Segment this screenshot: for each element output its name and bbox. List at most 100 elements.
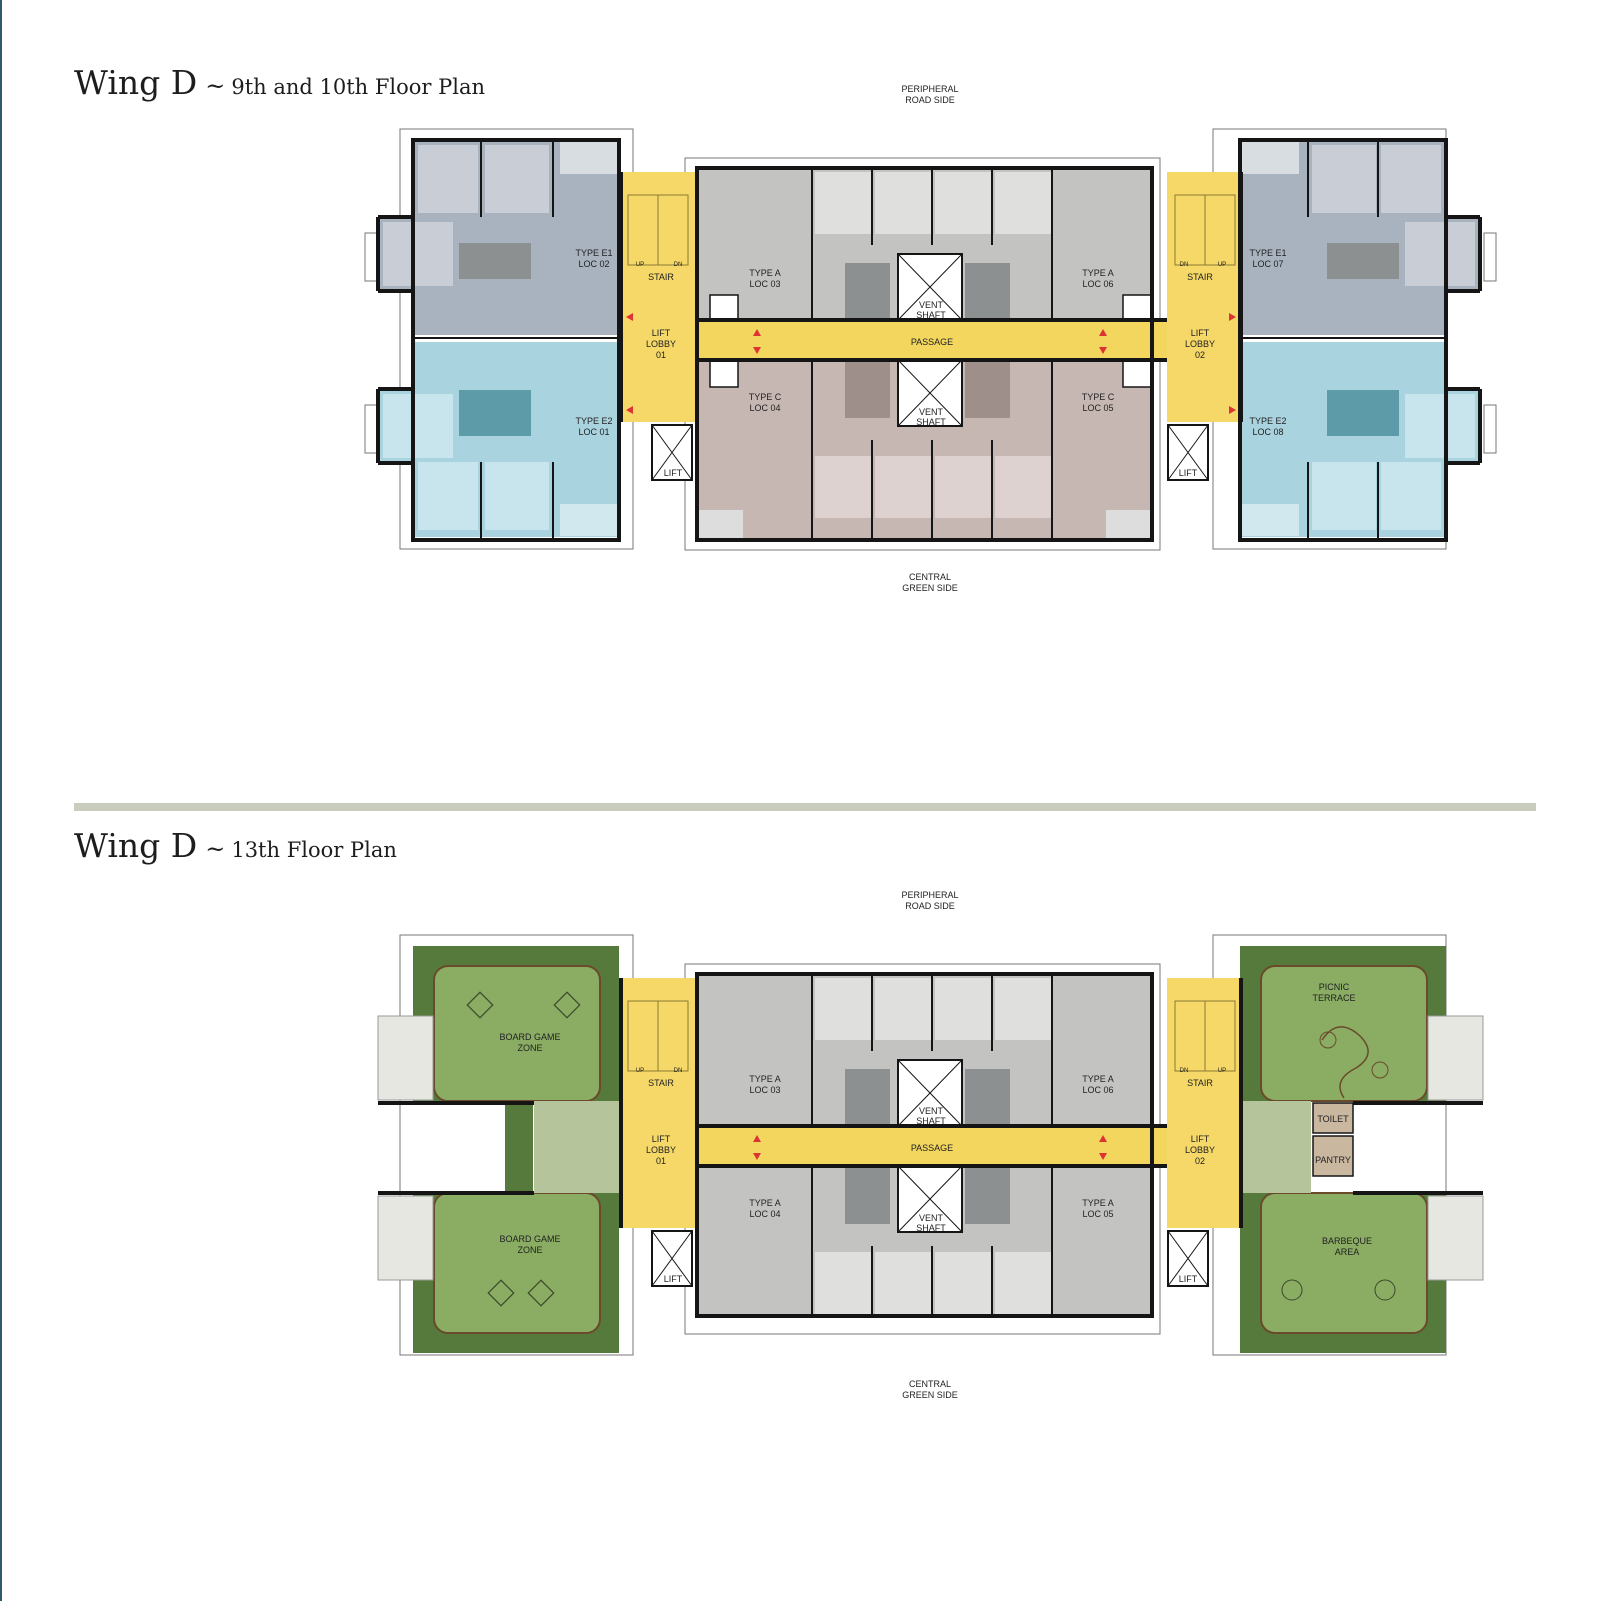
- label-board-game-zone-top: BOARD GAME: [499, 1032, 560, 1042]
- label-type-a-loc06: TYPE A: [1082, 1074, 1114, 1084]
- label-vent-shaft-south: VENT: [919, 407, 944, 417]
- svg-text:GREEN SIDE: GREEN SIDE: [902, 1390, 958, 1400]
- svg-text:DN: DN: [1180, 262, 1189, 268]
- plan2-flats-type-a: [697, 974, 1152, 1316]
- svg-text:AREA: AREA: [1335, 1247, 1360, 1257]
- plan1-flat-e2-loc08: [1240, 342, 1480, 537]
- svg-text:LOBBY: LOBBY: [646, 339, 676, 349]
- label-board-game-zone-bottom: BOARD GAME: [499, 1234, 560, 1244]
- label-type-a-loc05: TYPE A: [1082, 1198, 1114, 1208]
- label-vent-shaft-north: VENT: [919, 1106, 944, 1116]
- plan1-flats-type-a-north: [697, 168, 1152, 321]
- plan1-walls: [376, 138, 1482, 542]
- label-type-e2-loc01: TYPE E2: [575, 416, 612, 426]
- plan1-title-main: Wing D: [74, 63, 198, 102]
- svg-text:LOC 06: LOC 06: [1082, 1085, 1113, 1095]
- svg-text:CENTRAL: CENTRAL: [909, 1379, 951, 1389]
- svg-text:CENTRAL: CENTRAL: [909, 572, 951, 582]
- svg-text:UP: UP: [1218, 1068, 1226, 1074]
- plan1-bottom-side-label: CENTRAL GREEN SIDE: [902, 572, 958, 593]
- label-lift-left: LIFT: [664, 468, 683, 478]
- label-type-e2-loc08: TYPE E2: [1249, 416, 1286, 426]
- plan1-core: [621, 172, 1241, 481]
- label-type-c-loc04: TYPE C: [749, 392, 782, 402]
- label-type-a-loc04: TYPE A: [749, 1198, 781, 1208]
- svg-text:SHAFT: SHAFT: [916, 1116, 946, 1126]
- label-type-c-loc05: TYPE C: [1082, 392, 1115, 402]
- plan2-title-sub: 13th Floor Plan: [231, 838, 397, 862]
- svg-text:UP: UP: [1218, 262, 1226, 268]
- svg-text:DN: DN: [1180, 1068, 1189, 1074]
- plan1-top-side-label: PERIPHERAL ROAD SIDE: [901, 84, 958, 105]
- label-lift-lobby-02: LIFT: [1191, 328, 1210, 338]
- plan1-title: Wing D~9th and 10th Floor Plan: [74, 63, 485, 102]
- plan1-room-labels: TYPE E1 LOC 02 TYPE E2 LOC 01 TYPE E1 LO…: [575, 248, 1286, 478]
- plan2-title: Wing D~13th Floor Plan: [74, 826, 397, 865]
- plan1-title-separator: ~: [205, 72, 226, 100]
- plan1-flats-type-c-south: [697, 359, 1152, 540]
- svg-text:DN: DN: [674, 262, 683, 268]
- label-type-a-loc03: TYPE A: [749, 268, 781, 278]
- plan2-walls: [378, 972, 1483, 1318]
- plan2-title-main: Wing D: [74, 826, 198, 865]
- plan2-toilet-room: [1312, 1102, 1354, 1134]
- label-pantry: PANTRY: [1315, 1155, 1351, 1165]
- svg-text:LOBBY: LOBBY: [1185, 339, 1215, 349]
- svg-text:SHAFT: SHAFT: [916, 310, 946, 320]
- svg-text:LOC 06: LOC 06: [1082, 279, 1113, 289]
- label-type-e1-loc07: TYPE E1: [1249, 248, 1286, 258]
- label-lift-right: LIFT: [1179, 468, 1198, 478]
- svg-text:LOBBY: LOBBY: [1185, 1145, 1215, 1155]
- label-lift-lobby-01: LIFT: [652, 328, 671, 338]
- svg-text:LOC 05: LOC 05: [1082, 403, 1113, 413]
- svg-text:LOC 08: LOC 08: [1252, 427, 1283, 437]
- label-stair-right: STAIR: [1187, 1078, 1213, 1088]
- svg-text:UP: UP: [636, 1068, 644, 1074]
- label-stair-left: STAIR: [648, 1078, 674, 1088]
- plan2-floor-plan: PERIPHERAL ROAD SIDE: [377, 890, 1484, 1400]
- plan1-flat-e2-loc01: [378, 342, 619, 537]
- svg-text:UP: UP: [636, 262, 644, 268]
- plan2-top-side-label: PERIPHERAL ROAD SIDE: [901, 890, 958, 911]
- plan2-pantry-room: [1312, 1135, 1354, 1177]
- plan1-interior-walls: [413, 140, 1446, 540]
- label-passage: PASSAGE: [911, 1143, 953, 1153]
- svg-text:LOC 04: LOC 04: [749, 1209, 780, 1219]
- label-lift-lobby-02: LIFT: [1191, 1134, 1210, 1144]
- svg-text:TERRACE: TERRACE: [1312, 993, 1355, 1003]
- label-type-a-loc06: TYPE A: [1082, 268, 1114, 278]
- plan2-core: [621, 978, 1241, 1287]
- plan2-terrace-board-game-top: [377, 946, 619, 1102]
- plan1-flat-e1-loc02: [378, 140, 619, 335]
- plan2-right-link-terrace: [1241, 1101, 1311, 1193]
- svg-text:02: 02: [1195, 1156, 1205, 1166]
- svg-text:PERIPHERAL: PERIPHERAL: [901, 84, 958, 94]
- svg-text:ZONE: ZONE: [517, 1043, 542, 1053]
- label-lift-right: LIFT: [1179, 1274, 1198, 1284]
- svg-text:LOC 02: LOC 02: [578, 259, 609, 269]
- svg-text:PERIPHERAL: PERIPHERAL: [901, 890, 958, 900]
- svg-text:ROAD SIDE: ROAD SIDE: [905, 95, 955, 105]
- label-type-e1-loc02: TYPE E1: [575, 248, 612, 258]
- svg-text:LOBBY: LOBBY: [646, 1145, 676, 1155]
- section-divider: [74, 803, 1536, 811]
- svg-text:SHAFT: SHAFT: [916, 1223, 946, 1233]
- plan2-terrace-picnic: [1240, 946, 1484, 1102]
- svg-text:01: 01: [656, 1156, 666, 1166]
- label-stair-right: STAIR: [1187, 272, 1213, 282]
- label-stair-left: STAIR: [648, 272, 674, 282]
- plan2-left-planter: [505, 1101, 533, 1193]
- svg-text:LOC 07: LOC 07: [1252, 259, 1283, 269]
- svg-text:01: 01: [656, 350, 666, 360]
- svg-text:SHAFT: SHAFT: [916, 417, 946, 427]
- label-toilet: TOILET: [1317, 1114, 1349, 1124]
- label-picnic-terrace: PICNIC: [1319, 982, 1350, 992]
- plan1-floor-plan: PERIPHERAL ROAD SIDE: [364, 84, 1497, 593]
- page-left-border: [0, 0, 2, 1601]
- label-lift-lobby-01: LIFT: [652, 1134, 671, 1144]
- svg-text:DN: DN: [674, 1068, 683, 1074]
- label-lift-left: LIFT: [664, 1274, 683, 1284]
- svg-text:ROAD SIDE: ROAD SIDE: [905, 901, 955, 911]
- svg-text:ZONE: ZONE: [517, 1245, 542, 1255]
- label-passage: PASSAGE: [911, 337, 953, 347]
